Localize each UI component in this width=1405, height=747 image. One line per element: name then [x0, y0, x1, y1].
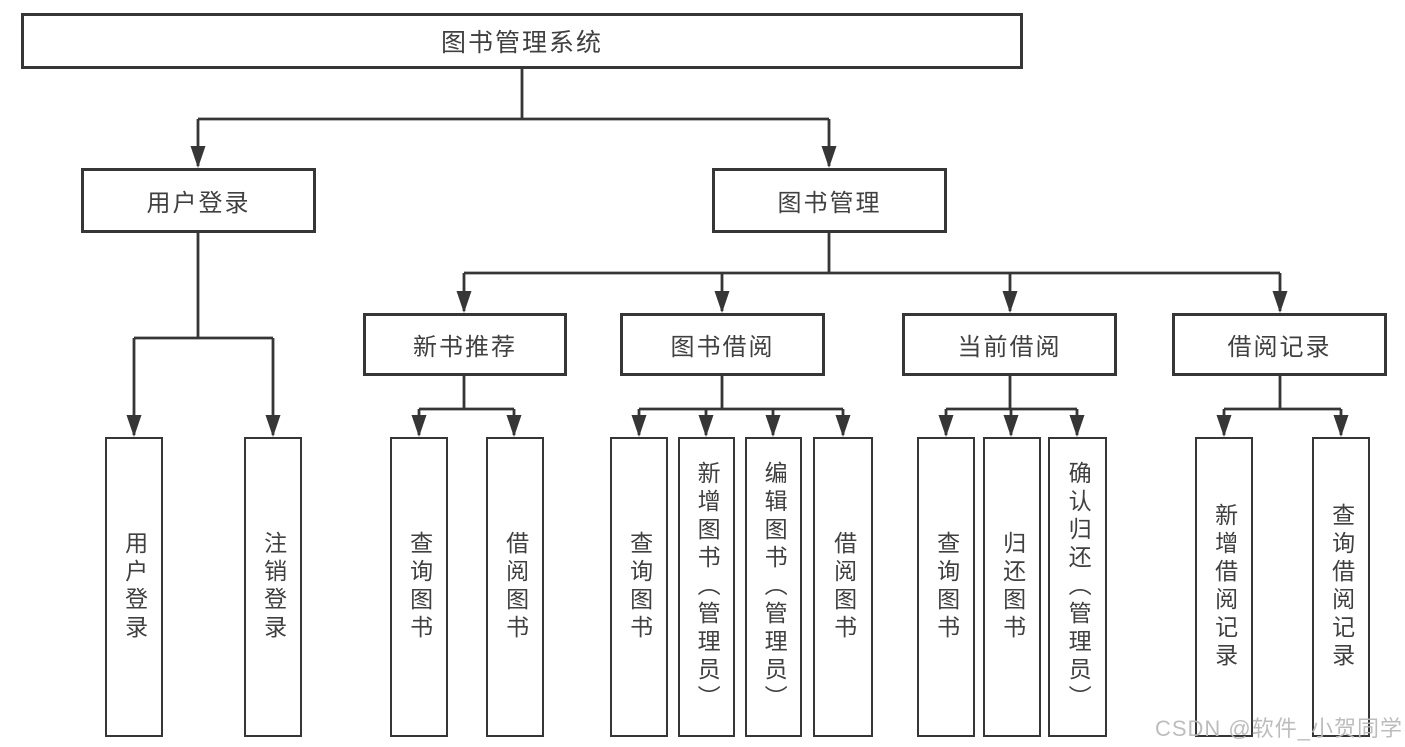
leaf-query-books-recommend: 查询图书 — [390, 437, 448, 737]
node-root: 图书管理系统 — [21, 13, 1023, 69]
csdn-watermark: CSDN @软件_小贺同学 — [1154, 716, 1403, 741]
leaf-add-borrow-record: 新增借阅记录 — [1195, 437, 1253, 737]
leaf-query-books-recommend-label: 查询图书 — [406, 531, 433, 643]
leaf-return-books-label: 归还图书 — [999, 531, 1026, 643]
node-user-login: 用户登录 — [81, 168, 316, 233]
leaf-query-books-borrow: 查询图书 — [610, 437, 668, 737]
leaf-borrow-books-recommend: 借阅图书 — [486, 437, 544, 737]
leaf-borrow-books: 借阅图书 — [813, 437, 873, 737]
leaf-query-borrow-record-label: 查询借阅记录 — [1328, 503, 1355, 671]
leaf-edit-book-admin-label: 编辑图书（管理员） — [761, 461, 788, 713]
leaf-user-login-label: 用户登录 — [121, 531, 148, 643]
node-borrow-records: 借阅记录 — [1172, 313, 1387, 376]
leaf-edit-book-admin: 编辑图书（管理员） — [745, 437, 802, 737]
leaf-confirm-return-admin-label: 确认归还（管理员） — [1065, 461, 1092, 713]
leaf-add-book-admin: 新增图书（管理员） — [678, 437, 735, 737]
leaf-query-books-current: 查询图书 — [917, 437, 975, 737]
leaf-borrow-books-label: 借阅图书 — [830, 531, 857, 643]
node-current-borrow: 当前借阅 — [902, 313, 1117, 376]
node-book-management: 图书管理 — [712, 168, 947, 233]
leaf-return-books: 归还图书 — [983, 437, 1041, 737]
node-book-borrow: 图书借阅 — [620, 313, 825, 376]
leaf-user-login: 用户登录 — [105, 437, 163, 737]
arrowheads — [126, 146, 1349, 437]
leaf-logout-label: 注销登录 — [260, 531, 287, 643]
leaf-add-borrow-record-label: 新增借阅记录 — [1211, 503, 1238, 671]
leaf-query-books-borrow-label: 查询图书 — [626, 531, 653, 643]
leaf-confirm-return-admin: 确认归还（管理员） — [1048, 437, 1107, 737]
leaf-query-borrow-record: 查询借阅记录 — [1312, 437, 1370, 737]
leaf-borrow-books-recommend-label: 借阅图书 — [502, 531, 529, 643]
leaf-query-books-current-label: 查询图书 — [933, 531, 960, 643]
leaf-logout: 注销登录 — [244, 437, 302, 737]
node-new-book-recommend: 新书推荐 — [363, 313, 567, 376]
leaf-add-book-admin-label: 新增图书（管理员） — [694, 461, 721, 713]
